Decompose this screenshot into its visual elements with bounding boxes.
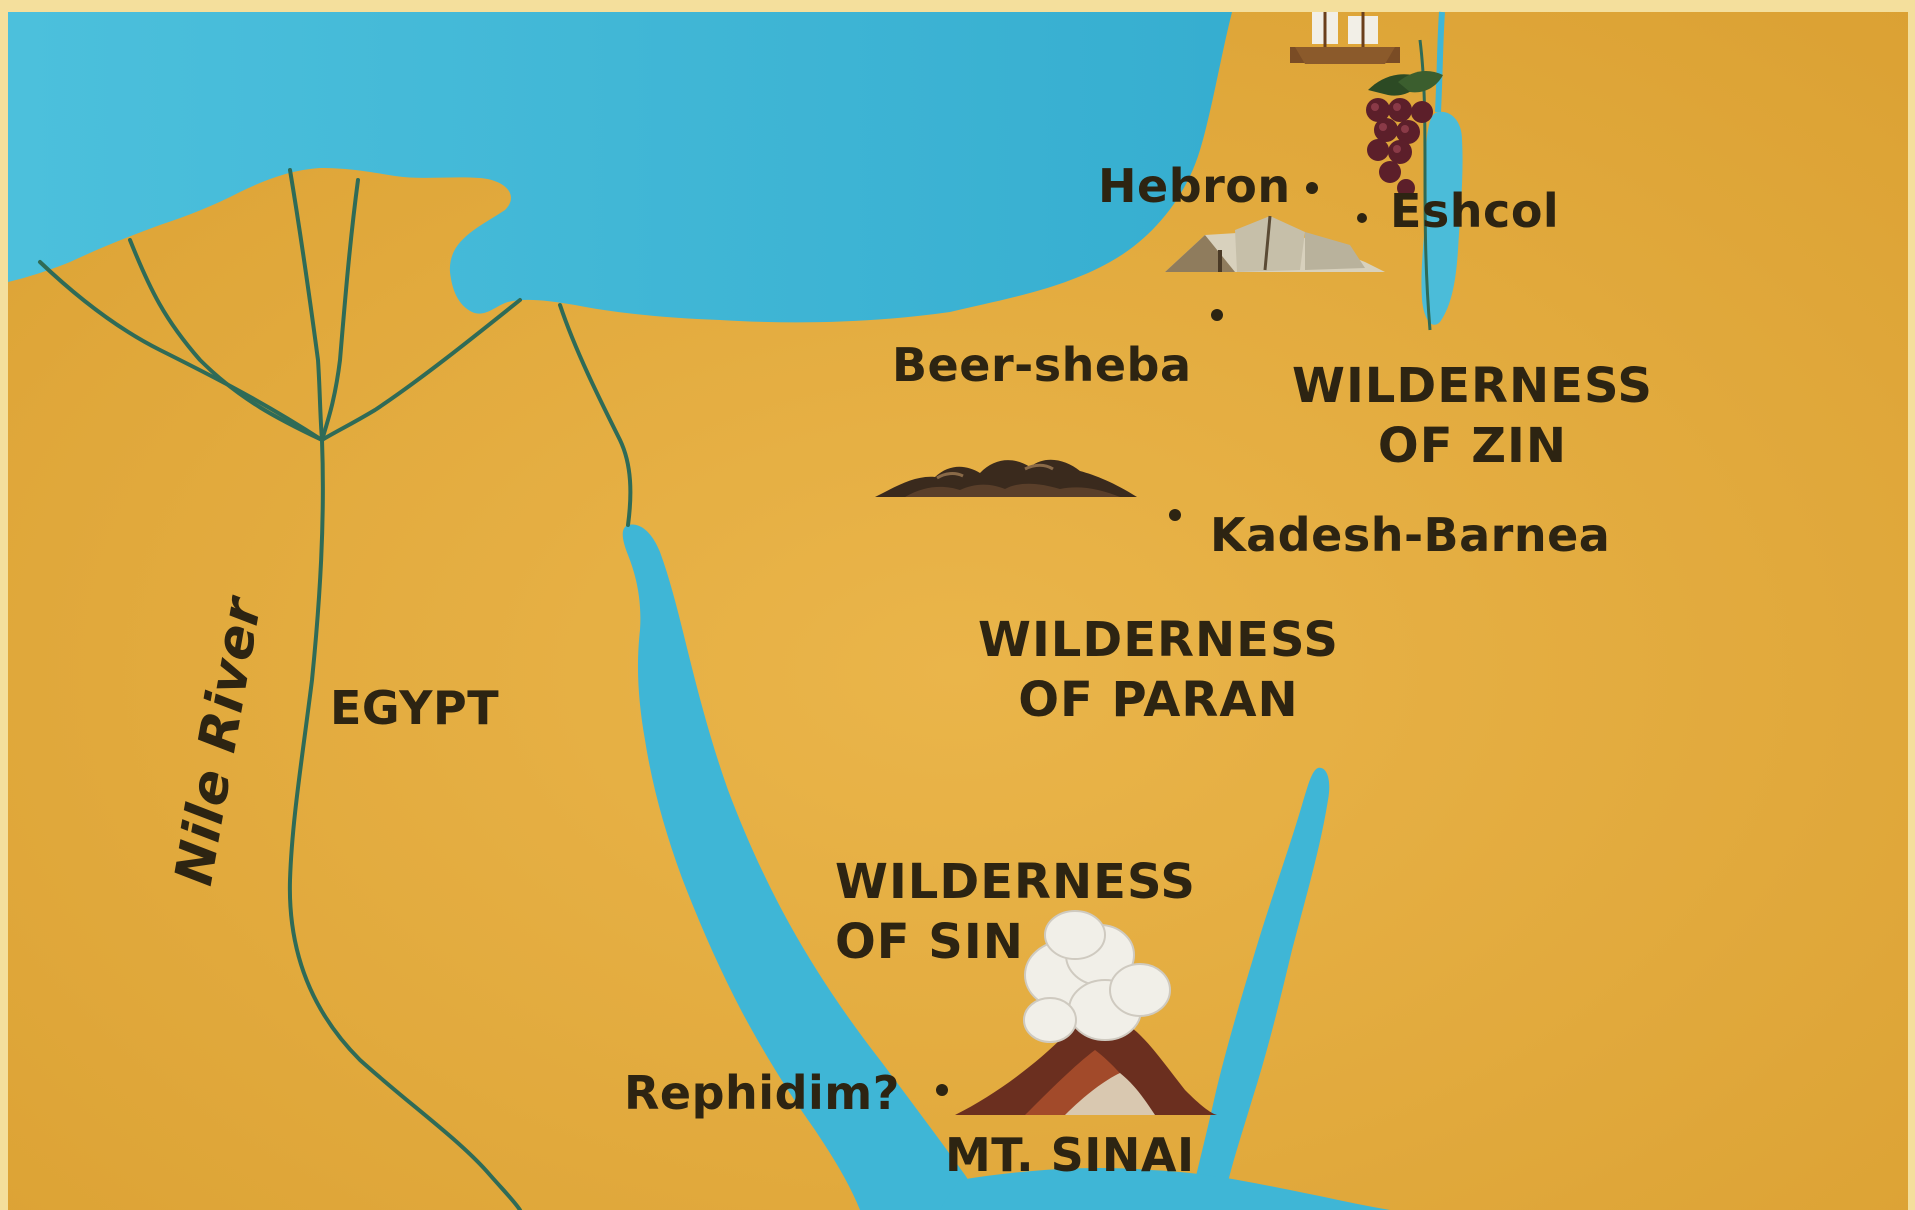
nile-river-lines — [38, 168, 633, 1210]
label-kadesh-barnea: Kadesh-Barnea — [1210, 508, 1611, 562]
dead-sea — [1421, 111, 1463, 325]
wilderness-zin-line-1: WILDERNESS — [1292, 358, 1653, 414]
grapes-icon — [1366, 70, 1443, 197]
label-wilderness-of-paran: WILDERNESS OF PARAN — [978, 610, 1339, 730]
label-eshcol: Eshcol — [1390, 184, 1560, 238]
smoking-mountain-icon — [955, 910, 1217, 1115]
label-egypt: EGYPT — [330, 681, 500, 735]
tents-icon — [1165, 215, 1385, 272]
label-wilderness-of-zin: WILDERNESS OF ZIN — [1292, 356, 1653, 476]
label-beersheba: Beer-sheba — [892, 338, 1192, 392]
jordan-river — [1435, 11, 1445, 113]
label-hebron: Hebron — [1098, 159, 1291, 213]
ship-icon — [1290, 12, 1400, 64]
red-sea — [940, 1168, 1390, 1210]
beersheba-dot — [1211, 309, 1223, 321]
wilderness-paran-line-1: WILDERNESS — [978, 612, 1339, 668]
mountain-range-icon — [875, 459, 1137, 497]
label-mt-sinai: MT. SINAI — [945, 1128, 1195, 1182]
location-dots — [936, 182, 1367, 1096]
wilderness-sin-line-2: OF SIN — [835, 914, 1024, 970]
gulf-of-aqaba — [1188, 767, 1330, 1210]
kadesh-barnea-dot — [1169, 509, 1181, 521]
hebron-dot — [1306, 182, 1318, 194]
mediterranean-sea — [8, 12, 1232, 323]
wilderness-zin-line-2: OF ZIN — [1377, 418, 1568, 474]
eshcol-dot — [1357, 213, 1367, 223]
rephidim-dot — [936, 1084, 948, 1096]
wilderness-paran-line-2: OF PARAN — [1018, 672, 1299, 728]
label-wilderness-of-sin: WILDERNESS OF SIN — [835, 852, 1196, 972]
label-rephidim: Rephidim? — [624, 1066, 900, 1120]
wilderness-sin-line-1: WILDERNESS — [835, 854, 1196, 910]
gulf-of-suez — [622, 524, 985, 1210]
